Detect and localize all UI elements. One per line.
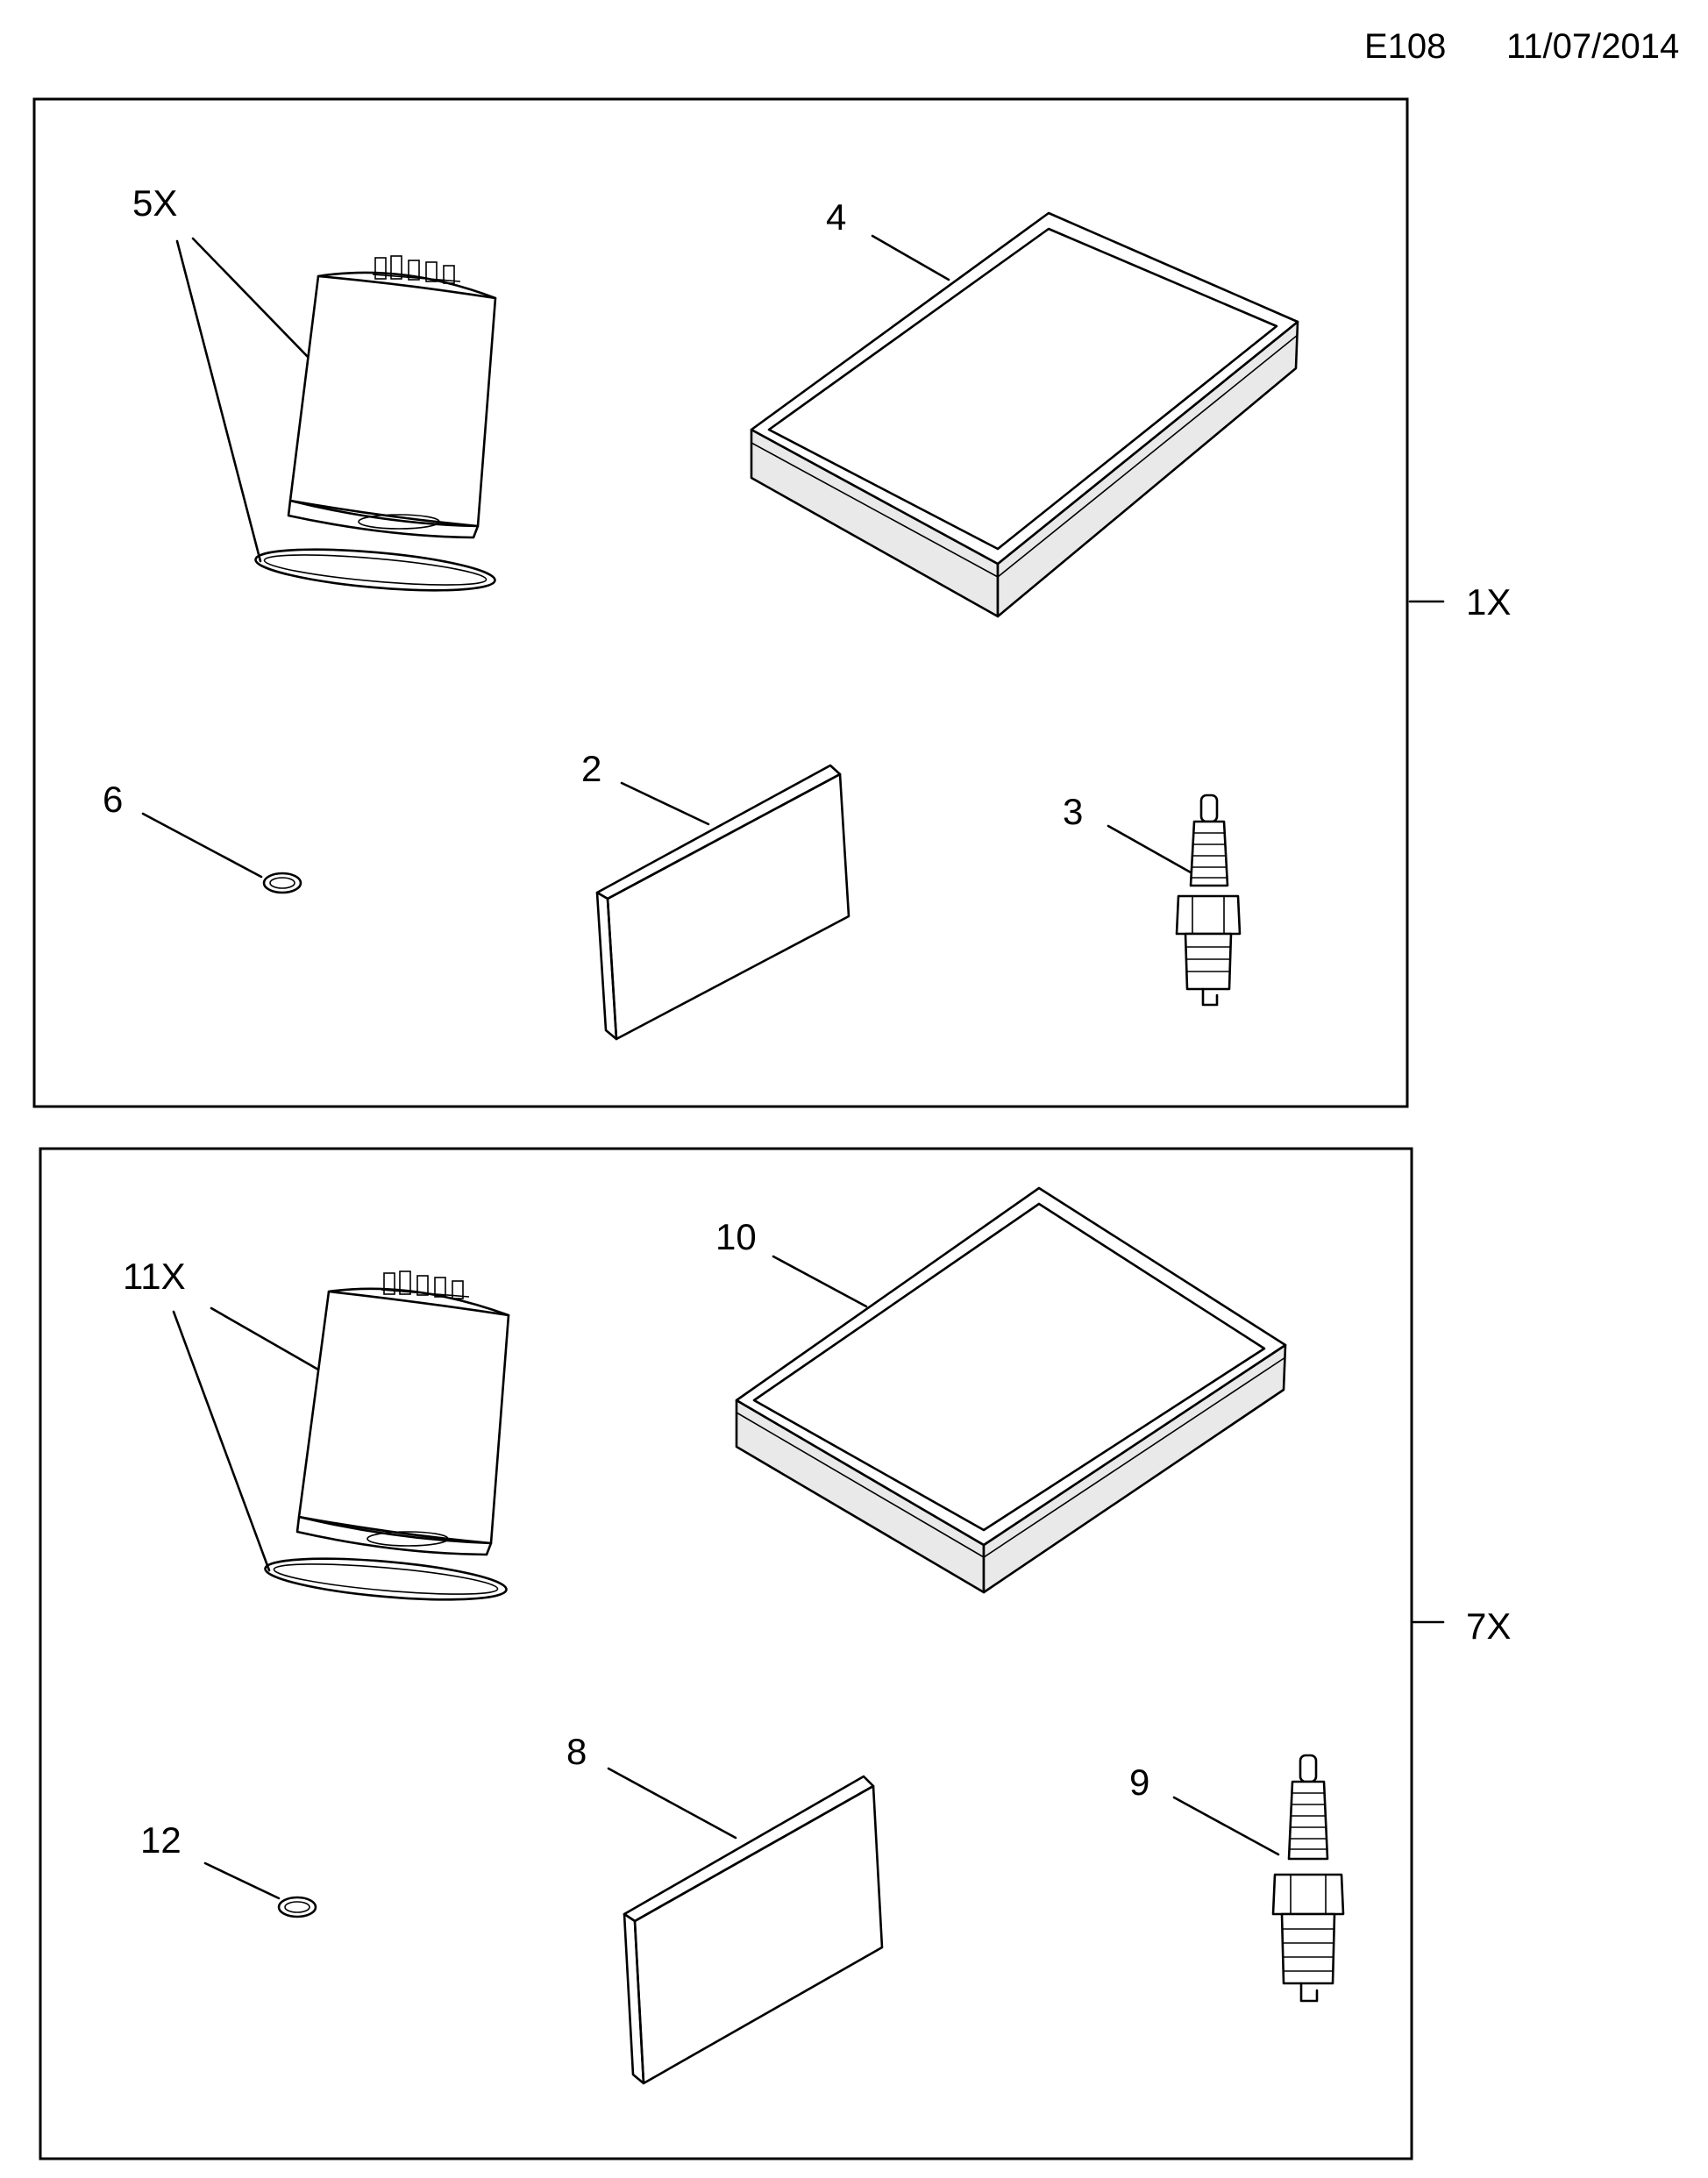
spark-plug	[1271, 1754, 1345, 2003]
air-filter	[750, 211, 1299, 618]
callout-drain-seal: 12	[140, 1819, 181, 1861]
callout-leader	[210, 1306, 320, 1371]
diagram-code: E108	[1364, 27, 1446, 66]
oil-filter	[254, 255, 497, 592]
callout-leader	[620, 781, 710, 826]
callout-leader	[191, 237, 310, 359]
cabin-filter	[595, 764, 850, 1041]
air-filter	[735, 1186, 1287, 1594]
spark-plug	[1175, 794, 1242, 1007]
callout-air-filter: 10	[715, 1216, 757, 1257]
callout-leader	[175, 239, 262, 563]
callout-leader	[871, 234, 950, 281]
callout-leader	[772, 1255, 868, 1308]
callout-leader	[141, 812, 263, 879]
callout-drain-seal: 6	[103, 779, 123, 820]
callout-oil-filter: 5X	[132, 182, 177, 224]
kit-panel-1: 1X 5X	[32, 97, 1511, 1108]
oil-filter-seal	[254, 548, 496, 592]
callout-cabin-filter: 8	[566, 1731, 587, 1772]
callout-air-filter: 4	[826, 196, 846, 238]
callout-leader	[172, 1310, 271, 1572]
callout-leader	[1172, 1796, 1280, 1856]
drain-seal	[262, 872, 302, 894]
drain-seal	[277, 1896, 317, 1918]
diagram-date: 11/07/2014	[1506, 27, 1679, 66]
callout-spark-plug: 9	[1129, 1762, 1149, 1803]
panel-frame	[32, 97, 1409, 1108]
callout-cabin-filter: 2	[581, 748, 601, 789]
cabin-filter	[623, 1775, 884, 2085]
kit-label: 1X	[1466, 581, 1511, 623]
callout-leader	[203, 1861, 281, 1900]
callout-spark-plug: 3	[1063, 791, 1083, 832]
callout-oil-filter: 11X	[123, 1256, 186, 1297]
callout-leader	[607, 1767, 737, 1840]
callout-leader	[1107, 824, 1192, 874]
oil-filter-seal	[264, 1557, 508, 1601]
kit-panel-2: 7X 11X	[39, 1147, 1511, 2160]
kit-label: 7X	[1466, 1605, 1511, 1647]
oil-filter	[264, 1270, 510, 1601]
panel-frame	[39, 1147, 1413, 2160]
